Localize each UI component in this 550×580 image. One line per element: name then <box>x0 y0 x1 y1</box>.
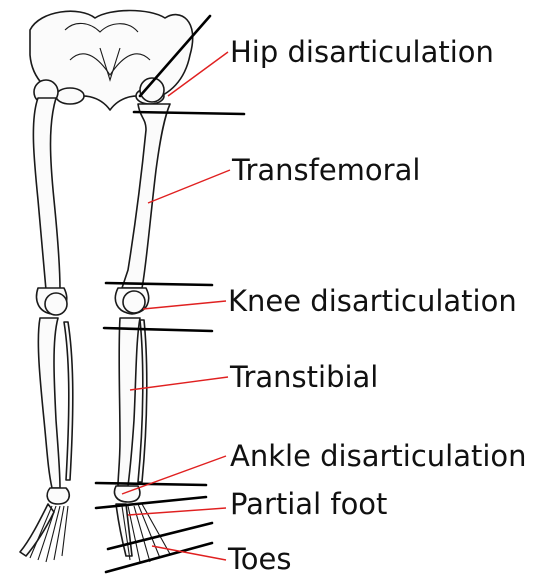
label-partial-foot: Partial foot <box>230 490 387 519</box>
label-transtibial: Transtibial <box>230 363 378 392</box>
leader-ankle <box>122 456 226 494</box>
leader-knee <box>143 301 226 309</box>
left-foot <box>20 504 68 562</box>
cut-line-partial-foot <box>96 497 206 508</box>
cut-line-knee-upper <box>106 283 212 285</box>
left-lower-leg <box>38 318 72 504</box>
label-toes: Toes <box>228 545 291 574</box>
label-hip-disarticulation: Hip disarticulation <box>230 38 494 67</box>
label-transfemoral: Transfemoral <box>232 156 420 185</box>
left-femur <box>33 80 67 315</box>
leader-partial-foot <box>128 508 226 515</box>
label-ankle-disarticulation: Ankle disarticulation <box>230 442 527 471</box>
leader-transfemoral <box>148 170 230 203</box>
label-knee-disarticulation: Knee disarticulation <box>228 287 517 316</box>
right-lower-leg <box>115 318 147 502</box>
